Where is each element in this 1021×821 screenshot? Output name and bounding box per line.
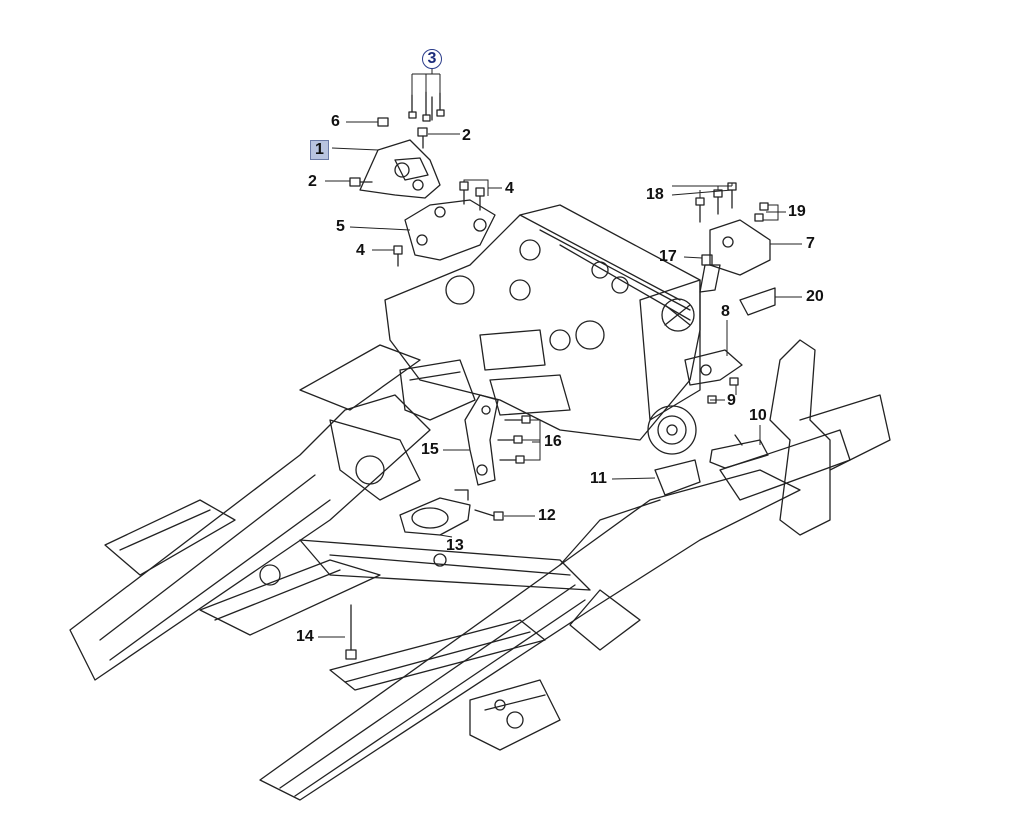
bolt-set xyxy=(345,91,769,660)
callout-2-upper: 2 xyxy=(462,127,471,144)
part-1-engine-mount xyxy=(359,139,441,199)
part-11-bracket xyxy=(654,459,701,496)
callout-4-upper: 4 xyxy=(505,180,514,197)
callout-5: 5 xyxy=(336,218,345,235)
part-7-transmission-mount xyxy=(699,219,771,293)
leader-lines xyxy=(318,68,802,638)
callout-9: 9 xyxy=(727,392,736,409)
part-10-bracket xyxy=(709,434,769,469)
engine-assembly xyxy=(384,204,701,455)
part-13-lower-mount xyxy=(399,489,471,536)
part-20-insert xyxy=(739,287,776,316)
callout-20: 20 xyxy=(806,288,824,305)
callout-1: 1 xyxy=(310,140,329,160)
callout-18: 18 xyxy=(646,186,664,203)
part-8-bracket xyxy=(684,349,743,386)
callout-12: 12 xyxy=(538,507,556,524)
callout-11: 11 xyxy=(590,470,607,487)
chassis-frame xyxy=(69,339,891,801)
callout-3: 3 xyxy=(422,49,442,69)
callout-15: 15 xyxy=(421,441,439,458)
callout-4-lower: 4 xyxy=(356,242,365,259)
callout-14: 14 xyxy=(296,628,314,645)
callout-10: 10 xyxy=(749,407,767,424)
callout-7: 7 xyxy=(806,235,815,252)
callout-8: 8 xyxy=(721,303,730,320)
part-15-torque-rod xyxy=(464,394,499,486)
callout-16: 16 xyxy=(544,433,562,450)
callout-19: 19 xyxy=(788,203,806,220)
part-5-bracket xyxy=(404,199,496,261)
callout-13: 13 xyxy=(446,537,464,554)
callout-17: 17 xyxy=(659,248,677,265)
callout-2-lower: 2 xyxy=(308,173,317,190)
callout-6: 6 xyxy=(331,113,340,130)
